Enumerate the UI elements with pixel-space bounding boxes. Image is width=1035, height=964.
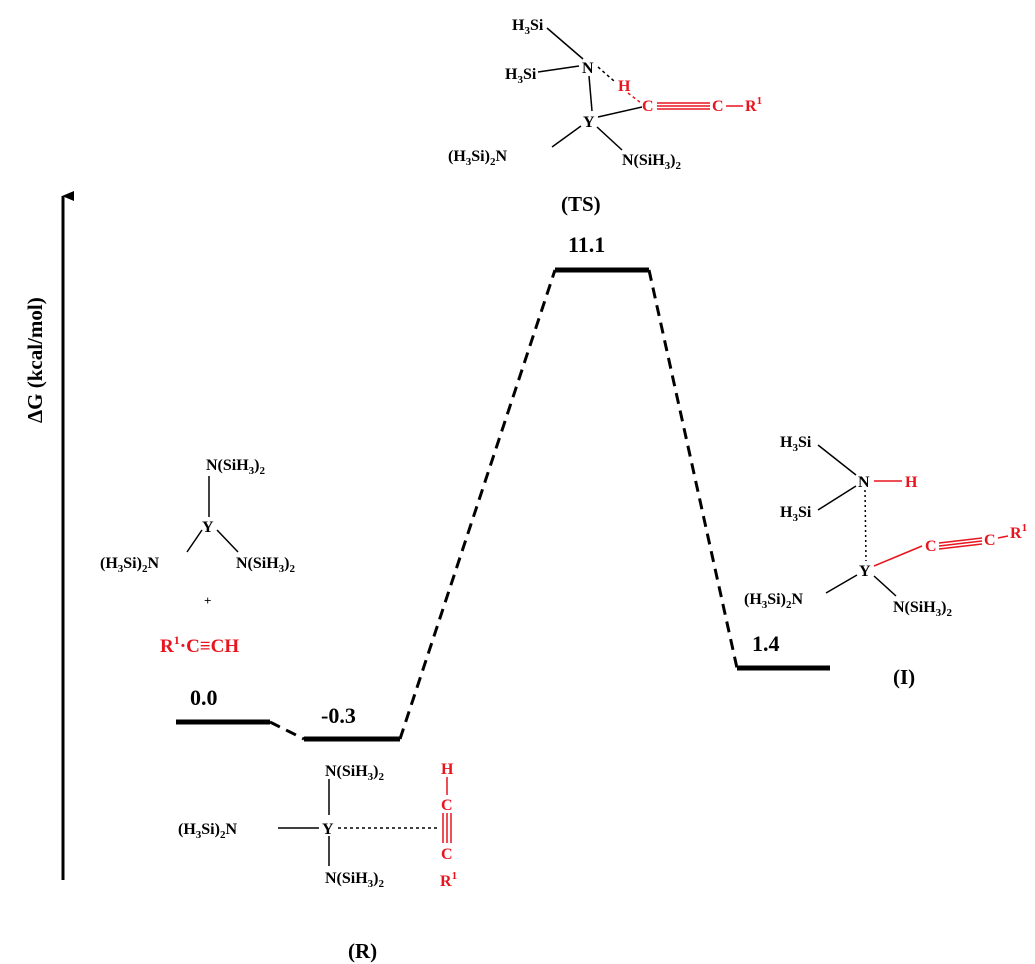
energy-TS: 11.1 (568, 232, 605, 257)
r-c1: C (441, 797, 453, 814)
connector-TS-I (647, 269, 739, 669)
connector-R-TS (398, 269, 557, 740)
i-r1: R1 (1010, 522, 1027, 542)
r-h: H (441, 761, 454, 778)
start-nsih32-top: N(SiH3)2 (206, 457, 266, 477)
i-h3si-bottom: H3Si (780, 504, 812, 524)
ts-h3si-top: H3Si (512, 17, 544, 37)
i-c1: C (925, 538, 937, 555)
i-h3si2n: (H3Si)2N (744, 591, 803, 611)
r-r1: R1 (440, 870, 457, 890)
i-y: Y (859, 563, 871, 580)
start-h3si2n: (H3Si)2N (100, 555, 159, 575)
i-n: N (858, 474, 870, 491)
i-structure: H3Si H3Si N H C C R1 Y (H3Si)2N N(SiH3)2 (744, 434, 1027, 619)
i-h3si-top: H3Si (780, 434, 812, 454)
ts-h: H (618, 78, 631, 95)
ts-nsih32: N(SiH3)2 (622, 152, 682, 172)
start-y: Y (202, 519, 214, 536)
r-h3si2n: (H3Si)2N (178, 821, 237, 841)
label-R: (R) (348, 939, 377, 963)
start-nsih32-right: N(SiH3)2 (236, 555, 296, 575)
energy-R: -0.3 (321, 703, 356, 728)
r-c2: C (441, 846, 453, 863)
y-axis-label: ΔG (kcal/mol) (23, 297, 47, 423)
r-nsih32-bottom: N(SiH3)2 (325, 870, 385, 890)
ts-r1: R1 (745, 95, 762, 115)
ts-h3si2n: (H3Si)2N (448, 148, 507, 168)
connector-start-R (269, 720, 305, 741)
r-y: Y (322, 821, 334, 838)
ts-c2: C (712, 98, 724, 115)
ts-n: N (582, 60, 594, 77)
i-h: H (905, 474, 918, 491)
start-plus: + (204, 593, 211, 608)
start-alkyne: R1·C≡CH (160, 633, 239, 657)
energy-start: 0.0 (190, 685, 218, 710)
i-c2: C (984, 532, 996, 549)
i-nsih32: N(SiH3)2 (893, 599, 953, 619)
energy-I: 1.4 (752, 631, 780, 656)
start-structure: N(SiH3)2 Y (H3Si)2N N(SiH3)2 + R1·C≡CH (100, 457, 296, 657)
label-TS: (TS) (561, 192, 601, 216)
ts-structure: H3Si H3Si N H C C R1 Y (H3Si)2N N(SiH3)2 (448, 17, 762, 172)
r-nsih32-top: N(SiH3)2 (325, 763, 385, 783)
ts-c1: C (642, 98, 654, 115)
label-I: (I) (893, 665, 915, 689)
r-structure: N(SiH3)2 (H3Si)2N Y N(SiH3)2 H C C R1 (178, 761, 457, 890)
ts-h3si-mid: H3Si (505, 66, 537, 86)
ts-y: Y (583, 114, 595, 131)
